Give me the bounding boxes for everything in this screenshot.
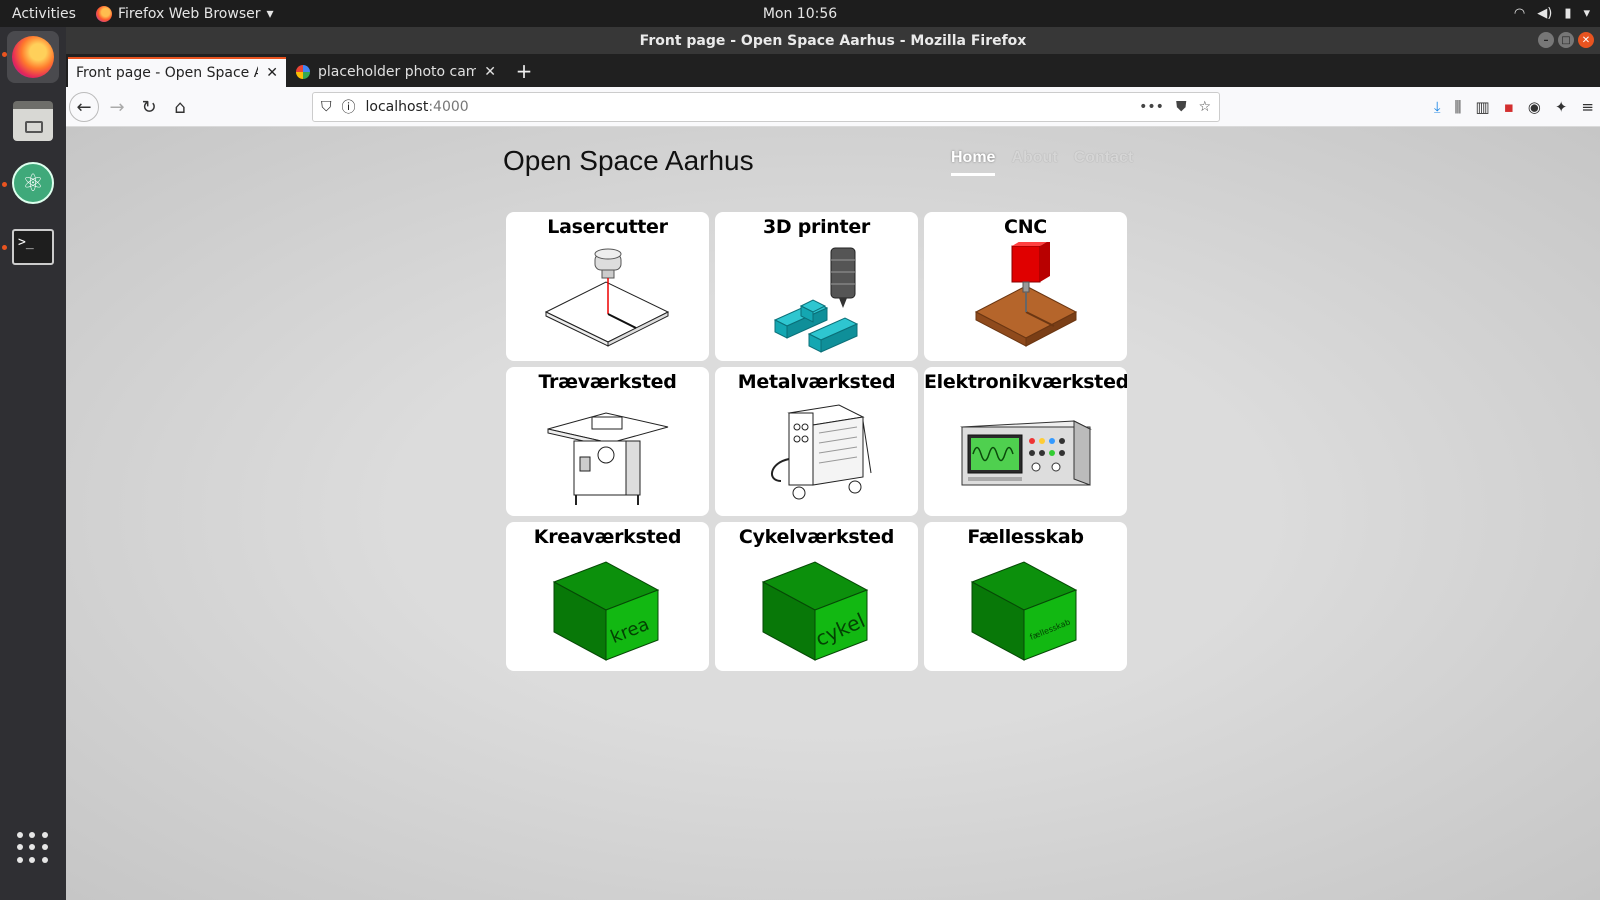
card-faellesskab[interactable]: Fællesskab fællesskab	[924, 522, 1127, 671]
dock-firefox[interactable]	[7, 31, 59, 83]
activities-button[interactable]: Activities	[12, 5, 76, 22]
nav-contact[interactable]: Contact	[1073, 149, 1134, 166]
nav-toolbar: ← → ↻ ⌂ ⛉ ⓘ localhost:4000 ••• ⛊ ☆ ⤓ ⫼ ▥…	[66, 87, 1600, 127]
firefox-icon	[12, 36, 54, 78]
dock-files[interactable]	[7, 95, 59, 147]
card-lasercutter[interactable]: Lasercutter	[506, 212, 709, 361]
maximize-button[interactable]: □	[1558, 32, 1574, 48]
system-top-bar: Activities Firefox Web Browser ▾ Mon 10:…	[0, 0, 1600, 27]
sidebar-icon[interactable]: ▥	[1475, 98, 1490, 116]
show-applications-button[interactable]	[17, 832, 49, 864]
site-nav: Home About Contact	[951, 149, 1133, 176]
site-title: Open Space Aarhus	[503, 145, 754, 176]
shield-icon: ⛉	[321, 99, 332, 115]
card-elektronikvaerksted[interactable]: Elektronikværksted	[924, 367, 1127, 516]
card-title: Fællesskab	[967, 526, 1084, 548]
app-menu-label: Firefox Web Browser	[118, 5, 261, 22]
extensions-puzzle-icon[interactable]: ✦	[1554, 98, 1568, 116]
welder-icon	[771, 404, 872, 500]
google-icon	[296, 65, 310, 79]
battery-icon: ▮	[1564, 6, 1572, 21]
tab-label: placeholder photo came	[318, 64, 477, 80]
tab-bar: Front page - Open Space Aar ✕ placeholde…	[66, 54, 1600, 87]
app-menu[interactable]: Firefox Web Browser ▾	[96, 5, 274, 22]
reload-button[interactable]: ↻	[141, 96, 157, 118]
url-host: localhost	[365, 99, 429, 115]
page-actions-icon[interactable]: •••	[1139, 99, 1164, 115]
forward-button[interactable]: →	[109, 96, 125, 118]
lasercutter-icon	[544, 248, 670, 347]
downloads-icon[interactable]: ⤓	[1433, 98, 1441, 116]
dock-terminal[interactable]: >_	[7, 221, 59, 273]
terminal-icon: >_	[12, 229, 54, 265]
card-cykelvaerksted[interactable]: Cykelværksted cykel	[715, 522, 918, 671]
chevron-down-icon: ▾	[1583, 6, 1590, 21]
new-tab-button[interactable]: +	[515, 59, 533, 83]
home-button[interactable]: ⌂	[174, 96, 186, 118]
url-text: localhost:4000	[366, 99, 469, 115]
oscilloscope-icon	[960, 420, 1092, 486]
bookmark-star-icon[interactable]: ☆	[1198, 99, 1211, 115]
card-title: CNC	[1004, 216, 1047, 238]
card-kreavaerksted[interactable]: Kreaværksted krea	[506, 522, 709, 671]
minimize-button[interactable]: –	[1538, 32, 1554, 48]
close-tab-icon[interactable]: ✕	[484, 64, 496, 80]
back-button[interactable]: ←	[69, 92, 99, 122]
tab-placeholder-photo[interactable]: placeholder photo came ✕	[288, 57, 504, 87]
chevron-down-icon: ▾	[266, 5, 274, 22]
dock-atom[interactable]: ⚛	[7, 157, 59, 209]
running-indicator	[2, 245, 7, 250]
files-icon	[13, 101, 53, 141]
green-box-icon: krea	[552, 561, 660, 661]
close-window-button[interactable]: ✕	[1578, 32, 1594, 48]
wifi-icon: ◠	[1513, 6, 1526, 21]
card-3d-printer[interactable]: 3D printer	[715, 212, 918, 361]
running-indicator	[2, 52, 7, 57]
close-tab-icon[interactable]: ✕	[266, 65, 278, 81]
atom-icon: ⚛	[12, 162, 54, 204]
card-cnc[interactable]: CNC	[924, 212, 1127, 361]
green-box-icon: cykel	[761, 561, 869, 661]
card-title: Lasercutter	[547, 216, 668, 238]
3d-printer-icon	[773, 247, 859, 353]
system-tray[interactable]: ◠ ◀) ▮ ▾	[1514, 0, 1590, 27]
card-metalvaerksted[interactable]: Metalværksted	[715, 367, 918, 516]
tab-front-page[interactable]: Front page - Open Space Aar ✕	[68, 57, 286, 87]
hamburger-menu-icon[interactable]: ≡	[1581, 98, 1594, 116]
nav-about[interactable]: About	[1011, 149, 1058, 166]
dock: ⚛ >_	[0, 27, 66, 900]
firefox-icon	[96, 5, 112, 22]
nav-home[interactable]: Home	[951, 149, 996, 176]
extension-icon[interactable]: ▪	[1503, 98, 1514, 116]
card-title: Metalværksted	[737, 371, 896, 393]
web-page: Open Space Aarhus Home About Contact Las…	[66, 127, 1600, 900]
card-title: Elektronikværksted	[924, 371, 1127, 393]
green-box-icon: fællesskab	[970, 561, 1078, 661]
pocket-icon[interactable]: ⛊	[1175, 99, 1187, 115]
card-title: Træværksted	[538, 371, 677, 393]
window-titlebar[interactable]: Front page - Open Space Aarhus - Mozilla…	[66, 27, 1600, 54]
card-title: Cykelværksted	[738, 526, 895, 548]
cnc-icon	[974, 242, 1078, 347]
card-title: 3D printer	[763, 216, 870, 238]
window-title: Front page - Open Space Aarhus - Mozilla…	[639, 32, 1027, 49]
workshop-grid: Lasercutter 3D printer	[506, 212, 1130, 671]
tab-label: Front page - Open Space Aar	[76, 65, 259, 81]
library-icon[interactable]: ⫼	[1454, 98, 1462, 116]
info-icon: ⓘ	[341, 100, 356, 116]
table-saw-icon	[547, 412, 669, 505]
card-traevaerksted[interactable]: Træværksted	[506, 367, 709, 516]
url-port: :4000	[428, 99, 469, 115]
running-indicator	[2, 182, 7, 187]
firefox-window: Front page - Open Space Aarhus - Mozilla…	[66, 27, 1600, 900]
account-icon[interactable]: ◉	[1527, 98, 1541, 116]
volume-icon: ◀)	[1537, 6, 1553, 21]
card-title: Kreaværksted	[533, 526, 682, 548]
url-bar[interactable]: ⛉ ⓘ localhost:4000 ••• ⛊ ☆	[312, 92, 1220, 122]
